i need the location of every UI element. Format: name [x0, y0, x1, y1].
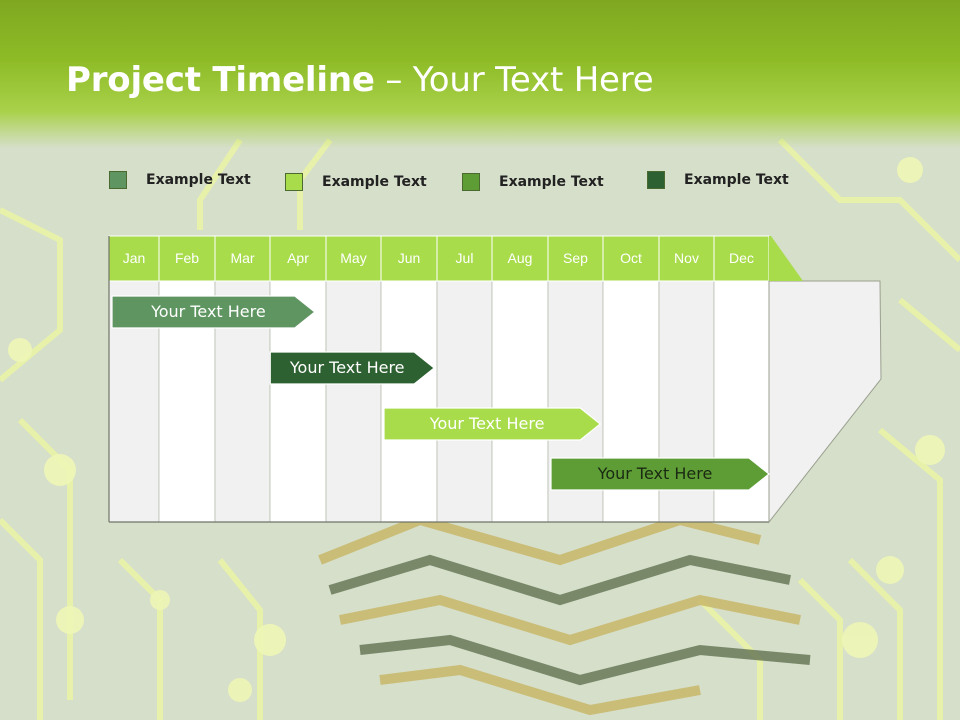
title-rest: – Your Text Here [374, 60, 654, 100]
month-column [380, 280, 438, 523]
legend-swatch-1 [109, 171, 127, 189]
month-column [491, 280, 549, 523]
task-bar-label: Your Text Here [429, 414, 545, 433]
month-column [325, 280, 382, 523]
legend-label-4: Example Text [684, 172, 789, 188]
month-header-cell [491, 235, 549, 282]
month-label: Aug [507, 250, 533, 266]
slide-title: Project Timeline – Your Text Here [66, 60, 654, 100]
month-header-cell [713, 235, 770, 282]
month-label: Mar [230, 250, 255, 266]
month-label: Jan [122, 250, 146, 266]
legend-swatch-3 [462, 173, 480, 191]
task-bar [383, 407, 602, 441]
month-label: Jun [397, 250, 421, 266]
month-label: Jul [455, 250, 474, 266]
month-header-cell [602, 235, 660, 282]
month-header-cell [658, 235, 715, 282]
arrow-head-body [768, 280, 882, 524]
legend-label-3: Example Text [499, 174, 604, 190]
timeline-chart: Jan Feb Mar Apr May Jun Jul Aug Sep Oct Nov Dec You… [108, 235, 882, 524]
title-bold: Project Timeline [66, 60, 375, 100]
month-header-cell [214, 235, 271, 282]
legend-label-2: Example Text [322, 174, 427, 190]
task-bar [111, 295, 316, 329]
month-header-cell [108, 235, 160, 282]
month-header-cell [547, 235, 604, 282]
header-band [0, 0, 960, 148]
month-label: Feb [174, 250, 200, 266]
legend-item-4: Example Text [647, 170, 789, 190]
month-label: Sep [563, 250, 588, 266]
task-bar [269, 351, 436, 385]
legend-item-2: Example Text [285, 172, 427, 192]
month-label: Apr [287, 250, 309, 266]
month-label: Dec [729, 250, 754, 266]
legend-swatch-4 [647, 171, 665, 189]
task-bar [550, 457, 770, 491]
month-label: Nov [674, 250, 699, 266]
month-column [436, 280, 493, 523]
month-label: May [340, 250, 367, 266]
timeline-grid [108, 235, 882, 524]
task-bar-label: Your Text Here [289, 358, 405, 377]
legend-item-1: Example Text [109, 170, 251, 190]
task-bar-label: Your Text Here [151, 302, 266, 321]
legend-label-1: Example Text [146, 172, 251, 188]
arrow-head-band [769, 236, 803, 281]
task-bar-label: Your Text Here [597, 464, 713, 483]
legend-swatch-2 [285, 173, 303, 191]
month-header-cell [158, 235, 216, 282]
month-label: Oct [620, 250, 642, 266]
month-header-cell [325, 235, 382, 282]
legend-item-3: Example Text [462, 172, 604, 192]
